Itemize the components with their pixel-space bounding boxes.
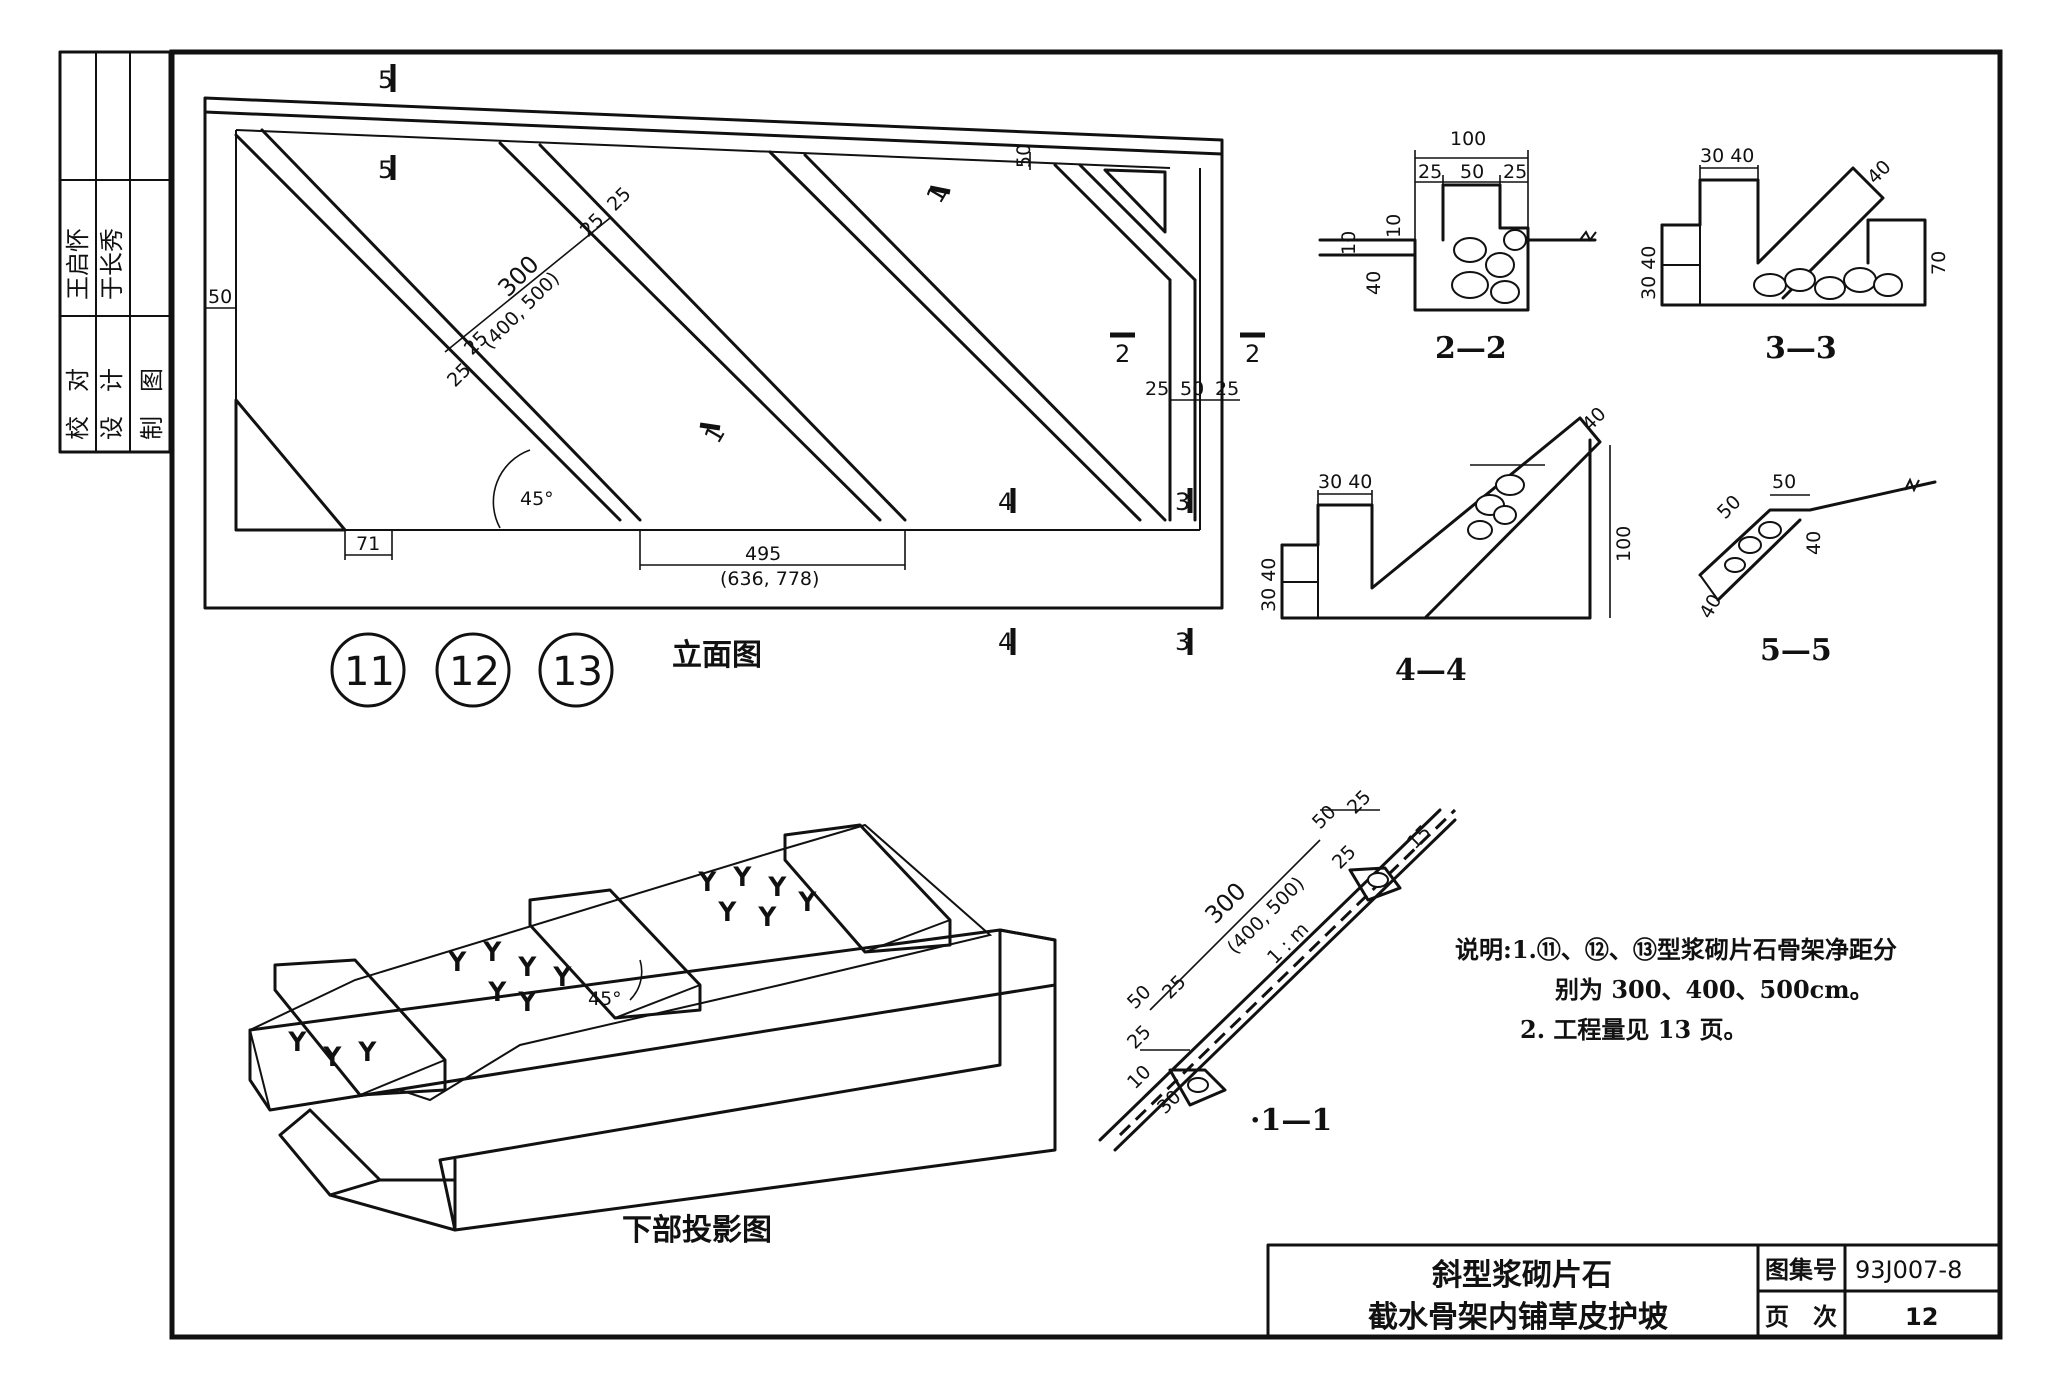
svg-text:Y: Y (359, 1038, 375, 1066)
dim-rib-a: 25 (443, 359, 476, 392)
title-block (1266, 1243, 2002, 1339)
dim-right-c: 25 (1215, 378, 1239, 400)
dim-1-1-b25b: 25 (1123, 1021, 1156, 1054)
svg-text:Y: Y (489, 978, 505, 1006)
dim-2-2-b: 50 (1460, 161, 1484, 183)
svg-text:Y: Y (519, 988, 535, 1016)
projection-angle: 45° (588, 988, 622, 1010)
svg-text:Y: Y (734, 863, 750, 891)
title-line-2: 截水骨架内铺草皮护坡 (1368, 1300, 1668, 1335)
dim-1-1-top25: 25 (1343, 786, 1376, 819)
section-2-2 (1318, 150, 1597, 312)
dim-3-3-left: 30 40 (1638, 246, 1660, 300)
svg-text:Y: Y (719, 898, 735, 926)
svg-text:Y: Y (759, 903, 775, 931)
section-1-1-caption: ·1—1 (1250, 1103, 1332, 1138)
note-line-3: 2. 工程量见 13 页。 (1520, 1015, 1748, 1044)
dim-2-2-h2: 10 (1338, 231, 1360, 255)
note-line-2: 别为 300、400、500cm。 (1554, 975, 1874, 1004)
elevation-caption: 立面图 (672, 638, 762, 673)
dim-4-4-slope: 40 (1578, 403, 1611, 436)
section-5-5 (1698, 477, 1937, 602)
dim-1-1-top15: 15 (1403, 821, 1436, 854)
dim-right-b: 50 (1180, 378, 1204, 400)
dim-2-2-c: 25 (1503, 161, 1527, 183)
dim-2-2-total: 100 (1450, 128, 1486, 150)
dim-2-2-h1: 10 (1383, 214, 1405, 238)
section-5-5-caption: 5—5 (1760, 633, 1832, 668)
signature-name-2: 于长秀 (98, 228, 126, 300)
dim-angle: 45° (520, 488, 554, 510)
section-4-4 (1280, 416, 1611, 620)
dim-left-border: 50 (208, 286, 232, 308)
dim-4-4-right: 100 (1613, 526, 1635, 562)
type-marker-11: 11 (344, 649, 395, 695)
section-mark-3b: 3 (1175, 628, 1190, 656)
type-markers (330, 632, 614, 708)
note-line-1: 说明:1.⑪、⑫、⑬型浆砌片石骨架净距分 (1455, 935, 1897, 964)
dim-top-border: 50 (1013, 144, 1035, 168)
dim-5-5-right: 40 (1803, 531, 1825, 555)
section-1-1 (1098, 808, 1457, 1152)
section-3-3-caption: 3—3 (1765, 331, 1837, 366)
atlas-number: 93J007-8 (1855, 1256, 1962, 1284)
signature-name-1: 王启怀 (64, 228, 92, 300)
dim-1-1-b25: 25 (1158, 971, 1191, 1004)
atlas-label: 图集号 (1765, 1255, 1837, 1284)
signature-role-2: 设 计 (98, 368, 126, 440)
dim-rib-c: 25 (576, 209, 609, 242)
projection-caption: 下部投影图 (622, 1213, 772, 1248)
section-mark-5-top: 5 (378, 66, 393, 94)
section-mark-3a: 3 (1175, 488, 1190, 516)
page-label: 页 次 (1765, 1302, 1837, 1331)
type-marker-12: 12 (449, 649, 500, 695)
dim-4-4-left: 30 40 (1258, 558, 1280, 612)
signature-role-1: 校 对 (64, 368, 92, 440)
dim-2-2-h3: 40 (1363, 271, 1385, 295)
svg-text:Y: Y (484, 938, 500, 966)
dim-1-1-top50: 50 (1308, 801, 1341, 834)
dim-4-4-top: 30 40 (1318, 471, 1372, 493)
section-2-2-caption: 2—2 (1435, 331, 1507, 366)
dim-rib-d: 25 (603, 183, 636, 216)
dim-foot-width: 71 (356, 533, 380, 555)
section-mark-1a: 1 (921, 181, 953, 208)
dim-3-3-right: 70 (1928, 251, 1950, 275)
title-line-1: 斜型浆砌片石 (1432, 1258, 1612, 1293)
dim-bottom-span: 495 (745, 543, 781, 565)
dim-1-1-b10: 10 (1123, 1061, 1156, 1094)
svg-text:Y: Y (324, 1043, 340, 1071)
dim-right-a: 25 (1145, 378, 1169, 400)
section-mark-2a: 2 (1115, 340, 1130, 368)
signature-block: 校 对 王启怀 设 计 于长秀 制 图 (64, 228, 166, 440)
dim-3-3-top: 30 40 (1700, 145, 1754, 167)
sheet-frame (58, 49, 2003, 1340)
page-number: 12 (1905, 1303, 1938, 1331)
svg-text:Y: Y (699, 868, 715, 896)
dim-bottom-span-alt: (636, 778) (720, 568, 819, 590)
section-mark-2b: 2 (1245, 340, 1260, 368)
dim-2-2-a: 25 (1418, 161, 1442, 183)
section-3-3 (1660, 165, 1927, 307)
grass-tufts: Y Y Y Y Y Y Y Y Y Y Y Y Y Y Y (288, 862, 816, 1072)
projection-view (248, 823, 1057, 1232)
section-mark-5-inner: 5 (378, 156, 393, 184)
elevation-view (203, 64, 1265, 655)
section-4-4-caption: 4—4 (1395, 653, 1467, 688)
svg-text:Y: Y (449, 948, 465, 976)
section-mark-4a: 4 (998, 488, 1013, 516)
svg-text:Y: Y (799, 888, 815, 916)
section-mark-4b: 4 (998, 628, 1013, 656)
svg-text:Y: Y (289, 1028, 305, 1056)
svg-text:Y: Y (769, 873, 785, 901)
type-marker-13: 13 (552, 649, 603, 695)
dim-5-5-top: 50 (1772, 471, 1796, 493)
svg-text:Y: Y (554, 963, 570, 991)
signature-role-3: 制 图 (138, 368, 166, 440)
svg-text:Y: Y (519, 953, 535, 981)
dim-5-5-slope: 50 (1713, 491, 1746, 524)
